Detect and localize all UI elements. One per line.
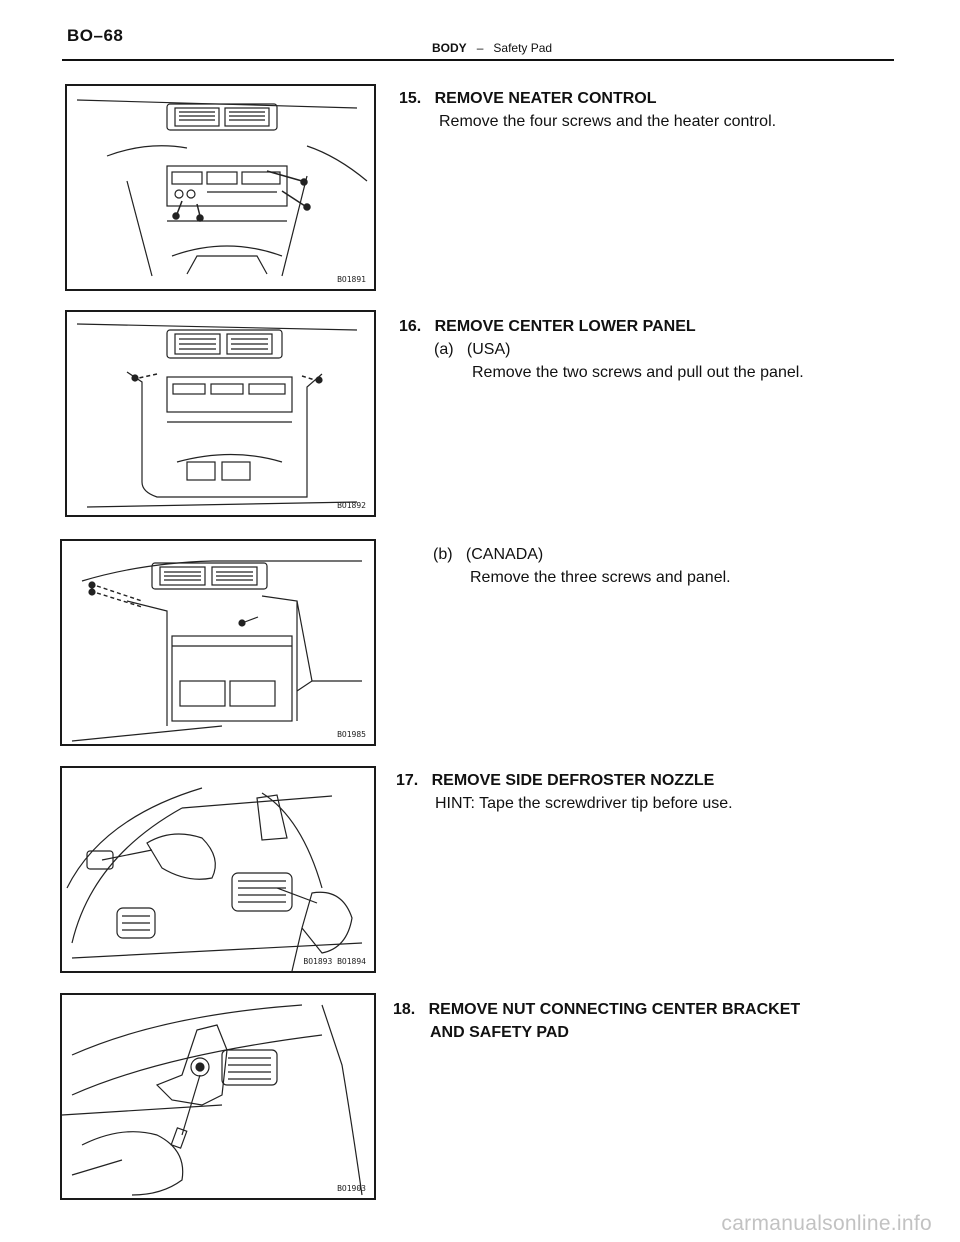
watermark: carmanualsonline.info — [721, 1212, 932, 1235]
page-code: BO–68 — [67, 26, 124, 45]
heater-control-illustration — [76, 99, 368, 277]
figure-code: BO1892 — [337, 501, 366, 510]
center-lower-panel-canada-illustration — [71, 560, 362, 742]
section-name: BODY — [432, 41, 467, 55]
topic-name: Safety Pad — [493, 41, 553, 55]
center-lower-panel-usa-illustration — [76, 323, 358, 508]
step-number: 18. — [393, 1001, 416, 1018]
substep-a-title: (USA) — [466, 341, 511, 358]
step-text: HINT: Tape the screwdriver tip before us… — [435, 795, 733, 812]
step-title-line-1: REMOVE NUT CONNECTING CENTER BRACKET — [428, 1001, 801, 1018]
substep-b-title: (CANADA) — [465, 546, 544, 563]
figure-side-defroster-nozzle: BO1893 BO1894 — [60, 766, 376, 973]
substep-b-label: (b) — [433, 546, 453, 563]
figure-center-bracket-nut: BO1903 — [60, 993, 376, 1200]
step-text: Remove the four screws and the heater co… — [439, 113, 777, 130]
figure-center-lower-panel-canada: BO1985 — [60, 539, 376, 746]
figure-heater-control: BO1891 — [65, 84, 376, 291]
substep-b-text: Remove the three screws and panel. — [470, 569, 731, 586]
figure-code: BO1893 BO1894 — [303, 957, 366, 966]
center-bracket-illustration — [62, 1004, 363, 1196]
step-title: REMOVE CENTER LOWER PANEL — [434, 318, 696, 335]
step-title: REMOVE NEATER CONTROL — [434, 90, 657, 107]
side-defroster-nozzle-illustration — [66, 787, 363, 971]
header-rule — [62, 59, 894, 61]
figure-code: BO1985 — [337, 730, 366, 739]
head-separator: – — [476, 41, 484, 55]
step-16-b: (b) (CANADA) Remove the three screws and… — [433, 543, 731, 589]
substep-a-label: (a) — [434, 341, 454, 358]
substep-a-text: Remove the two screws and pull out the p… — [472, 364, 804, 381]
step-16: 16. REMOVE CENTER LOWER PANEL (a) (USA) … — [399, 315, 804, 384]
step-number: 15. — [399, 90, 422, 107]
step-number: 17. — [396, 772, 419, 789]
step-15: 15. REMOVE NEATER CONTROL Remove the fou… — [399, 87, 776, 133]
step-18: 18. REMOVE NUT CONNECTING CENTER BRACKET… — [393, 998, 800, 1044]
running-head: BODY – Safety Pad — [432, 41, 552, 55]
figure-code: BO1903 — [337, 1184, 366, 1193]
step-title: REMOVE SIDE DEFROSTER NOZZLE — [431, 772, 715, 789]
figure-center-lower-panel-usa: BO1892 — [65, 310, 376, 517]
step-17: 17. REMOVE SIDE DEFROSTER NOZZLE HINT: T… — [396, 769, 733, 815]
figure-code: BO1891 — [337, 275, 366, 284]
step-title-line-2: AND SAFETY PAD — [430, 1024, 569, 1041]
step-number: 16. — [399, 318, 422, 335]
